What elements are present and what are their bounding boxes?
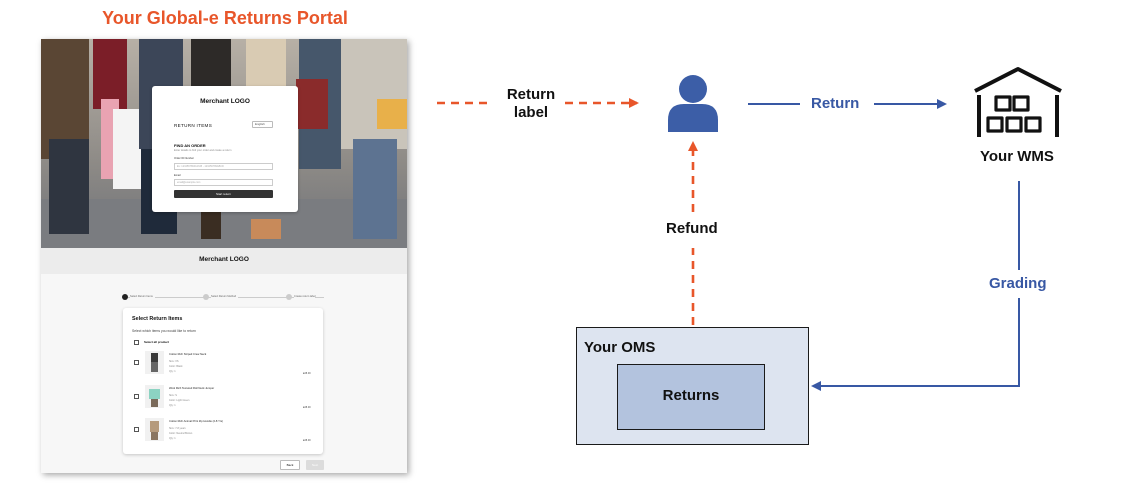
return-label-label: Return label: [500, 86, 562, 122]
items-card: Select Return Items Select which items y…: [123, 308, 323, 454]
step-2-label: Select Return Method: [211, 295, 239, 298]
product-qty: Qty: 1: [169, 437, 176, 440]
next-button[interactable]: Next: [306, 460, 324, 470]
email-input[interactable]: email@example.com: [174, 179, 273, 186]
step-3-dot: [286, 294, 292, 300]
portal-screenshot: Merchant LOGO RETURN ITEMS English FIND …: [41, 39, 407, 473]
product-image: [145, 351, 164, 374]
oms-label: Your OMS: [584, 339, 656, 356]
product-row: Cotton Rich Striped Crew Neck Size: XS C…: [123, 351, 323, 385]
step-2-dot: [203, 294, 209, 300]
product-checkbox[interactable]: [134, 394, 139, 399]
step-3-label: Create return label: [294, 295, 316, 298]
product-image: [145, 385, 164, 408]
oms-box: Your OMS Returns: [576, 327, 809, 445]
product-color: Color: Black: [169, 365, 183, 368]
product-price: £28.00: [303, 439, 311, 442]
product-price: £28.00: [303, 406, 311, 409]
product-price: £28.00: [303, 372, 311, 375]
items-page-header: Merchant LOGO: [41, 248, 407, 274]
person-icon: [668, 75, 718, 132]
email-label: Email: [174, 174, 181, 177]
items-title: Select Return Items: [132, 316, 183, 322]
product-checkbox[interactable]: [134, 427, 139, 432]
language-select[interactable]: English: [252, 121, 273, 128]
merchant-logo-2: Merchant LOGO: [199, 256, 249, 263]
select-items-page: Merchant LOGO Select Return Items Select…: [41, 248, 407, 473]
select-all-checkbox[interactable]: [134, 340, 139, 345]
refund-label: Refund: [666, 220, 718, 237]
find-order-subtitle: Enter details to find your order and cre…: [174, 149, 232, 152]
back-button[interactable]: Back: [280, 460, 300, 470]
product-name: Cotton Rich Striped Crew Neck: [169, 353, 207, 356]
select-all-label: Select all product: [144, 340, 170, 344]
product-size: Size: S: [169, 394, 177, 397]
product-color: Color: Neutral Brown: [169, 432, 193, 435]
return-label-line2: label: [513, 104, 549, 121]
returns-label: Returns: [662, 387, 720, 404]
product-name: Wool Rich Textured Roll Neck Jumper: [169, 387, 215, 390]
return-login-card: Merchant LOGO RETURN ITEMS English FIND …: [152, 86, 298, 212]
product-name: Cotton Rich Animal Print Zip Hoodie (2-8…: [169, 420, 224, 423]
product-image: [145, 418, 164, 441]
product-row: Wool Rich Textured Roll Neck Jumper Size…: [123, 385, 323, 419]
product-size: Size: 7-8 years: [169, 427, 186, 430]
return-items-heading: RETURN ITEMS: [174, 123, 213, 128]
step-1-label: Select Return Items: [130, 295, 155, 298]
wms-label: Your WMS: [980, 148, 1054, 165]
return-label: Return: [811, 95, 860, 112]
items-subtitle: Select which items you would like to ret…: [132, 329, 196, 333]
order-id-label: Order ID Number: [174, 157, 194, 160]
product-checkbox[interactable]: [134, 360, 139, 365]
step-1-dot: [122, 294, 128, 300]
return-label-line1: Return: [506, 86, 556, 103]
product-qty: Qty: 1: [169, 370, 176, 373]
portal-title: Your Global-e Returns Portal: [102, 8, 348, 28]
warehouse-icon: [974, 67, 1062, 137]
returns-box: Returns: [617, 364, 765, 430]
product-row: Cotton Rich Animal Print Zip Hoodie (2-8…: [123, 418, 323, 452]
grading-arrow: [811, 298, 1020, 391]
product-color: Color: Light Green: [169, 399, 190, 402]
progress-steps: Select Return Items Select Return Method…: [122, 293, 327, 303]
product-qty: Qty: 1: [169, 404, 176, 407]
product-size: Size: XS: [169, 360, 179, 363]
order-id-input[interactable]: Ex: 123456789012345 - 123456789ABCD: [174, 163, 273, 170]
merchant-logo: Merchant LOGO: [200, 98, 250, 105]
grading-label: Grading: [989, 275, 1047, 292]
start-return-button[interactable]: Start return: [174, 190, 273, 198]
find-order-title: FIND AN ORDER: [174, 143, 206, 148]
